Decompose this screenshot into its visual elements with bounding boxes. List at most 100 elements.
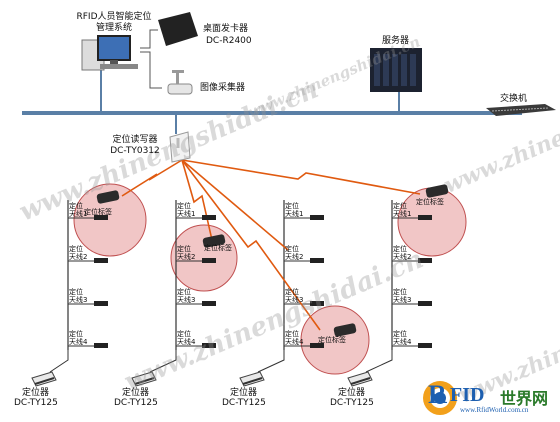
antenna-icon <box>418 301 432 306</box>
antenna-label-2: 天线2 <box>177 253 196 261</box>
tag-label-1: 定位标签 <box>84 208 112 216</box>
col-1-locator-cable <box>49 350 69 373</box>
antenna-label-1: 天线1 <box>285 210 304 218</box>
antenna-wiring <box>49 200 420 373</box>
antenna-label-line1: 定位 <box>285 245 299 253</box>
tag-label-3: 定位标签 <box>318 336 346 344</box>
locator-name-2: 定位器 <box>122 388 150 398</box>
antenna-icon <box>418 215 432 220</box>
antenna-icon <box>94 301 108 306</box>
antenna-label-line1: 定位 <box>285 330 299 338</box>
antenna-label-1: 天线1 <box>69 210 88 218</box>
antenna-icon <box>94 258 108 263</box>
antenna-icon <box>94 215 108 220</box>
server-label: 服务器 <box>382 36 410 46</box>
globe-icon <box>423 381 457 415</box>
tag-icon <box>425 184 449 198</box>
locator-icon <box>239 371 265 387</box>
antenna-icon <box>418 343 432 348</box>
signal-line-5 <box>181 159 289 251</box>
antenna-icon <box>202 301 216 306</box>
col-3-locator-cable <box>257 350 285 373</box>
antenna-label-2: 天线2 <box>285 253 304 261</box>
zone-1 <box>73 183 147 257</box>
antenna-label-3: 天线3 <box>393 296 412 304</box>
switch-icon <box>486 104 556 116</box>
antenna-label-line1: 定位 <box>177 330 191 338</box>
antenna-label-4: 天线4 <box>285 338 304 346</box>
tag-label-4: 定位标签 <box>416 198 444 206</box>
antenna-icon <box>310 343 324 348</box>
card-issuer-link <box>140 29 158 49</box>
antenna-label-4: 天线4 <box>393 338 412 346</box>
reader-icon <box>169 131 191 163</box>
computer-icon <box>81 35 138 71</box>
antenna-icon <box>310 301 324 306</box>
antenna-label-line1: 定位 <box>285 288 299 296</box>
camera-icon <box>167 70 193 95</box>
antenna-label-line1: 定位 <box>393 202 407 210</box>
antenna-label-4: 天线4 <box>177 338 196 346</box>
antenna-label-line1: 定位 <box>393 330 407 338</box>
antenna-icon <box>94 343 108 348</box>
locator-icon <box>347 371 373 387</box>
col-2-locator-cable <box>149 350 177 373</box>
antenna-label-line1: 定位 <box>69 288 83 296</box>
rfid-world-logo: R FID 世界网 www.RfidWorld.com.cn <box>420 378 555 418</box>
reader-name: 定位读写器 <box>112 135 158 145</box>
signal-lines <box>121 159 421 331</box>
locator-icon <box>131 371 157 387</box>
system-title-line1: RFID人员智能定位 <box>76 12 152 22</box>
server-icon <box>370 48 422 92</box>
system-title-line2: 管理系统 <box>95 23 132 33</box>
locator-model-1: DC-TY125 <box>14 398 58 408</box>
antenna-label-line1: 定位 <box>393 245 407 253</box>
signal-line-4 <box>181 159 421 195</box>
locator-model-2: DC-TY125 <box>114 398 158 408</box>
card-issuer-model: DC-R2400 <box>206 36 252 46</box>
antenna-label-4: 天线4 <box>69 338 88 346</box>
antenna-icon <box>202 343 216 348</box>
antenna-icon <box>310 215 324 220</box>
antenna-label-line1: 定位 <box>393 288 407 296</box>
signal-line-1 <box>121 159 183 197</box>
card-issuer-icon <box>158 12 198 46</box>
devices <box>22 12 556 387</box>
antenna-label-line1: 定位 <box>177 202 191 210</box>
antenna-label-2: 天线2 <box>69 253 88 261</box>
antenna-icon <box>202 215 216 220</box>
antenna-label-line1: 定位 <box>285 202 299 210</box>
antenna-label-1: 天线1 <box>393 210 412 218</box>
logo-r: R <box>428 380 447 409</box>
reader-model: DC-TY0312 <box>110 146 160 156</box>
locator-icon <box>31 371 57 387</box>
signal-line-3 <box>181 159 321 331</box>
tag-icon <box>333 323 357 337</box>
antenna-label-line1: 定位 <box>69 330 83 338</box>
antenna-label-line1: 定位 <box>69 202 83 210</box>
logo-world: 世界网 <box>500 391 549 408</box>
antenna-label-3: 天线3 <box>177 296 196 304</box>
card-issuer-name: 桌面发卡器 <box>203 24 249 34</box>
locator-name-1: 定位器 <box>22 388 50 398</box>
antenna-icon <box>310 258 324 263</box>
antenna-label-3: 天线3 <box>69 296 88 304</box>
zone-3 <box>300 305 370 375</box>
system-title: RFID人员智能定位 管理系统 <box>64 12 164 34</box>
antenna-label-line1: 定位 <box>69 245 83 253</box>
antenna-label-line1: 定位 <box>177 245 191 253</box>
col-4-locator-cable <box>365 350 393 373</box>
reader-label: 定位读写器 DC-TY0312 <box>100 135 170 157</box>
logo-url: www.RfidWorld.com.cn <box>460 406 529 414</box>
switch-label: 交换机 <box>500 94 528 104</box>
locator-name-4: 定位器 <box>338 388 366 398</box>
camera-label: 图像采集器 <box>200 83 246 93</box>
antenna-icon <box>202 258 216 263</box>
camera-link <box>140 51 162 89</box>
antenna-icon <box>418 258 432 263</box>
antenna-label-3: 天线3 <box>285 296 304 304</box>
locator-model-3: DC-TY125 <box>222 398 266 408</box>
network-bar <box>22 111 522 115</box>
